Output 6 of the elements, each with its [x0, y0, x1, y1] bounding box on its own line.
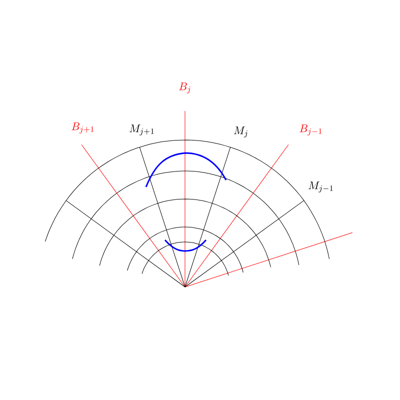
axis-label: $B_{j+1}$: [72, 122, 94, 134]
axis-label: $M_{j+1}$: [130, 124, 154, 136]
axis-label: $M_{j-1}$: [308, 182, 333, 192]
axis-label: $B_{j-1}$: [300, 124, 322, 136]
axis-label: $B_j$: [179, 82, 190, 94]
axis-label: $M_j$: [234, 126, 248, 138]
